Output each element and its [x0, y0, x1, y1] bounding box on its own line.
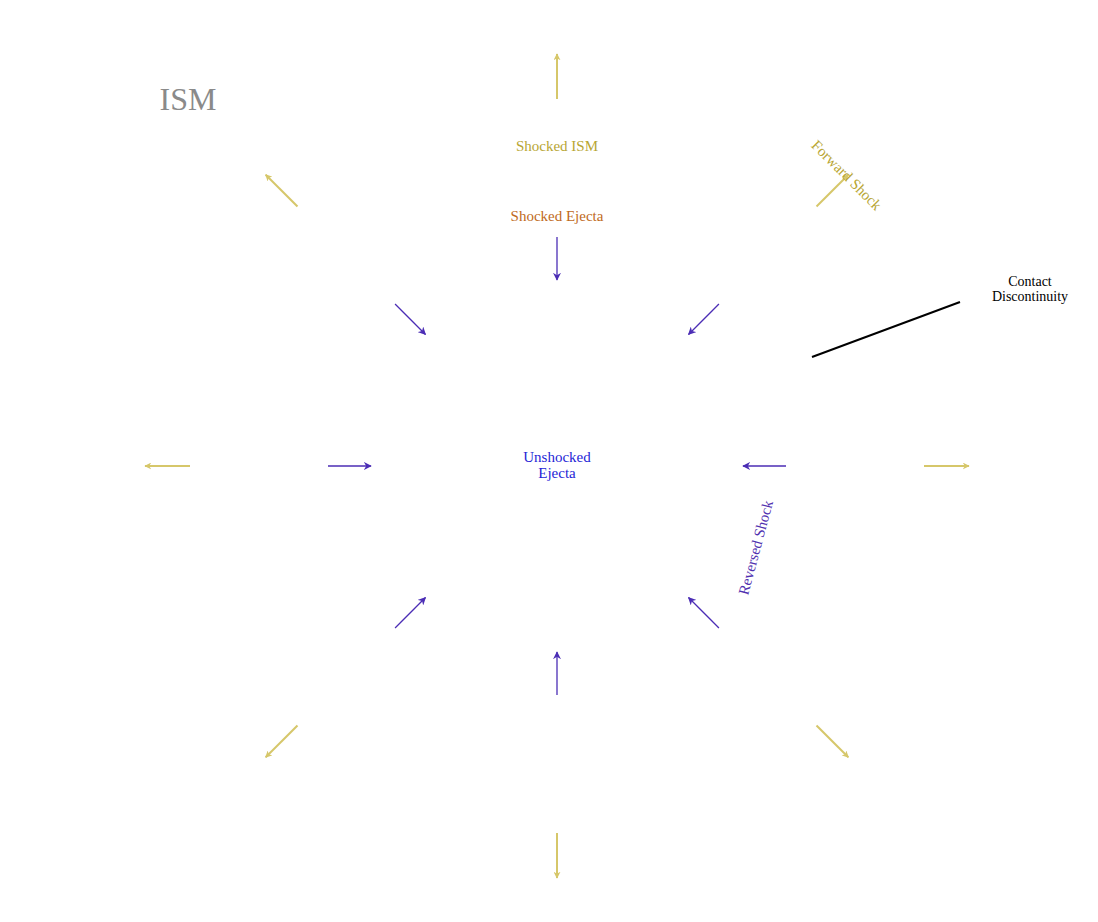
region-label: Unshocked Ejecta: [512, 450, 602, 482]
region-label: Shocked ISM: [516, 139, 598, 155]
forward-arrow: [817, 726, 849, 758]
reverse-arrow: [395, 598, 425, 628]
shock-label: Forward Shock: [808, 138, 884, 214]
shocked-ejecta-shell: Shocked EjectaUnshocked EjectaReversed S…: [280, 189, 834, 743]
text-holder: Contact Discontinuity: [973, 275, 1088, 304]
leader-line: [812, 302, 960, 357]
reverse-arrow: [395, 304, 425, 334]
forward-arrow: [924, 465, 969, 467]
forward-arrow: [556, 54, 558, 99]
reverse-arrows: [328, 237, 786, 695]
reverse-arrow: [689, 598, 719, 628]
text-holder: Forward Shock: [808, 138, 884, 214]
callout-label: Contact Discontinuity: [973, 275, 1088, 304]
region-label: Shocked Ejecta: [511, 209, 604, 225]
reverse-arrow: [556, 237, 557, 280]
forward-arrows: [145, 54, 969, 878]
forward-arrow: [266, 175, 298, 207]
shock-label: Reversed Shock: [737, 499, 777, 597]
reverse-arrow: [556, 652, 557, 695]
reverse-arrow: [689, 304, 719, 334]
region-label: ISM: [160, 83, 217, 117]
shell-circle: [329, 238, 786, 695]
forward-arrow: [556, 833, 558, 878]
forward-arrow: [145, 465, 190, 467]
shell-circle: [281, 190, 833, 742]
text-holder: Unshocked Ejecta: [512, 450, 602, 482]
text-holder: ISM: [160, 83, 217, 117]
ground: [8, 8, 1090, 914]
ism-region: ISMShocked ISMForward ShockShocked Eject…: [8, 8, 1090, 914]
shocked-ism-shell: Shocked ISM Forward ShockShocked EjectaUn…: [190, 99, 924, 833]
reverse-arrow: [743, 465, 786, 466]
text-holder: Reversed Shock: [737, 499, 777, 597]
reverse-arrow: [328, 465, 371, 466]
unshocked-ejecta-core: Unshocked EjectaReversed Shock: [328, 237, 786, 695]
text-holder: Shocked ISM: [516, 139, 598, 155]
text-holder: Shocked Ejecta: [511, 209, 604, 225]
forward-arrow: [266, 726, 298, 758]
shell-circle: [191, 100, 923, 832]
